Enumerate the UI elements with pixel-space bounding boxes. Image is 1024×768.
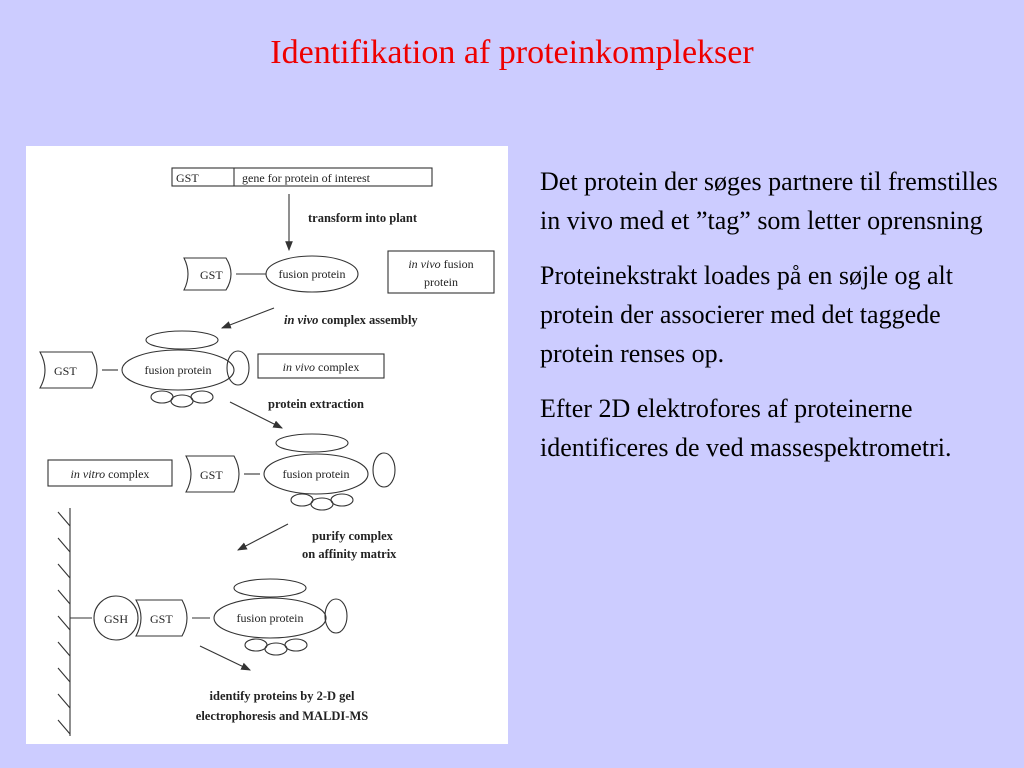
step-transform-label: transform into plant [308, 211, 418, 225]
partner-protein-top [275, 433, 349, 453]
fusion-protein-label: fusion protein [145, 363, 212, 377]
partner-protein-bottom [170, 394, 194, 408]
fusion-protein-shape [121, 349, 235, 391]
gst-tag-shape [135, 599, 188, 637]
diagram-svg: GST gene for protein of interest transfo… [39, 167, 495, 736]
partner-protein-bottom [244, 638, 268, 652]
partner-protein-side [324, 598, 348, 634]
arrow-purify [237, 523, 289, 551]
partner-protein-side [226, 350, 250, 386]
fusion-protein-shape [263, 453, 369, 495]
slide-title: Identifikation af proteinkomplekser [270, 34, 754, 71]
gst-label: GST [200, 468, 223, 482]
in-vitro-complex-label: in vitro complex [71, 467, 150, 481]
partner-protein-bottom [150, 390, 174, 404]
partner-protein-bottom [264, 642, 288, 656]
in-vivo-complex-label: in vivo complex [283, 360, 360, 374]
step-extraction-label: protein extraction [268, 397, 364, 411]
partner-protein-side [372, 452, 396, 488]
fusion-protein-label: fusion protein [237, 611, 304, 625]
partner-protein-bottom [330, 493, 354, 507]
gsh-label: GSH [104, 612, 128, 626]
gst-tag-shape [183, 257, 232, 291]
in-vivo-fusion-label-box [387, 250, 495, 294]
gst-label: GST [200, 268, 223, 282]
gst-label: GST [150, 612, 173, 626]
gst-tag-shape [185, 455, 240, 493]
in-vitro-complex-label-box [47, 459, 173, 487]
partner-protein-bottom [310, 497, 334, 511]
arrow-assembly [220, 307, 275, 329]
body-paragraph-1: Det protein der søges partnere til frems… [540, 167, 998, 235]
partner-protein-top [145, 330, 219, 350]
step-purify-label-line2: on affinity matrix [302, 547, 397, 561]
step-purify-label-line1: purify complex [312, 529, 394, 543]
gst-tag-shape [39, 351, 98, 389]
step-assembly-label: in vivo complex assembly [284, 313, 418, 327]
gst-label: GST [54, 364, 77, 378]
gst-label: GST [176, 171, 199, 185]
in-vivo-fusion-label: in vivo fusion [408, 257, 473, 271]
fusion-protein-shape [213, 597, 327, 639]
arrow-identify [199, 645, 251, 671]
gene-label: gene for protein of interest [242, 171, 371, 185]
fusion-protein-label: fusion protein [283, 467, 350, 481]
step-identify-label-line2: electrophoresis and MALDI-MS [196, 709, 368, 723]
partner-protein-bottom [190, 390, 214, 404]
step-identify-label-line1: identify proteins by 2-D gel [210, 689, 355, 703]
partner-protein-top [233, 578, 307, 598]
in-vivo-complex-label-box [257, 353, 385, 379]
partner-protein-bottom [290, 493, 314, 507]
body-paragraph-3: Efter 2D elektrofores af proteinerne ide… [540, 394, 952, 462]
in-vivo-fusion-label-line2: protein [424, 275, 458, 289]
affinity-matrix-hatch [57, 511, 71, 735]
diagram-figure: GST gene for protein of interest transfo… [26, 146, 508, 744]
fusion-protein-label: fusion protein [279, 267, 346, 281]
body-text: Det protein der søges partnere til frems… [540, 162, 1000, 483]
gsh-bead-shape [93, 595, 139, 641]
arrow-extraction [229, 401, 283, 429]
fusion-protein-shape [265, 255, 359, 293]
gene-construct-box [171, 167, 433, 187]
partner-protein-bottom [284, 638, 308, 652]
body-paragraph-2: Proteinekstrakt loades på en søjle og al… [540, 261, 954, 368]
